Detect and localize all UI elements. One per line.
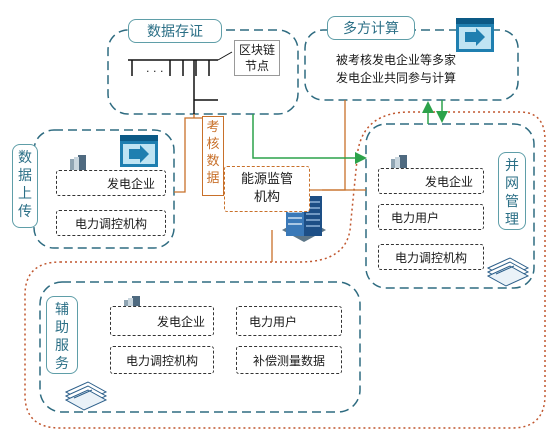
grid-group: [365, 123, 535, 289]
assessment-data-label: 考核数据: [202, 116, 224, 196]
aux-power-generator-box: 发电企业: [110, 306, 214, 336]
aux-dispatch-box: 电力调控机构: [110, 346, 214, 374]
upload-dispatch-box: 电力调控机构: [56, 210, 166, 236]
document-stack-icon-grid: [486, 257, 530, 287]
auxiliary-service-title: 辅助服务: [46, 296, 78, 374]
aux-compensation-data-box: 补偿测量数据: [236, 346, 342, 374]
window-icon-compute: [456, 18, 494, 52]
auxiliary-group: [39, 281, 361, 413]
regulator-box: 能源监管 机构: [224, 166, 310, 212]
node-ellipsis: · · ·: [146, 65, 164, 78]
grid-power-generator-box: 发电企业: [378, 168, 484, 194]
grid-power-user-box: 电力用户: [378, 204, 484, 230]
document-stack-icon-aux: [64, 381, 108, 411]
grid-dispatch-box: 电力调控机构: [378, 244, 484, 270]
aux-power-user-box: 电力用户: [236, 306, 342, 336]
auxiliary-region-outline: [24, 111, 546, 429]
blockchain-node-label: 区块链 节点: [234, 40, 280, 76]
multi-party-title: 多方计算: [327, 16, 415, 40]
grid-connection-title: 并网管理: [498, 152, 526, 230]
multi-party-desc-1: 被考核发电企业等多家: [336, 53, 457, 67]
multi-party-desc-2: 发电企业共同参与计算: [336, 71, 457, 85]
upload-power-generator-box: 发电企业: [56, 170, 166, 196]
window-icon-upload: [120, 135, 158, 167]
data-upload-title: 数据上传: [12, 144, 38, 228]
data-storage-title: 数据存证: [128, 19, 222, 43]
